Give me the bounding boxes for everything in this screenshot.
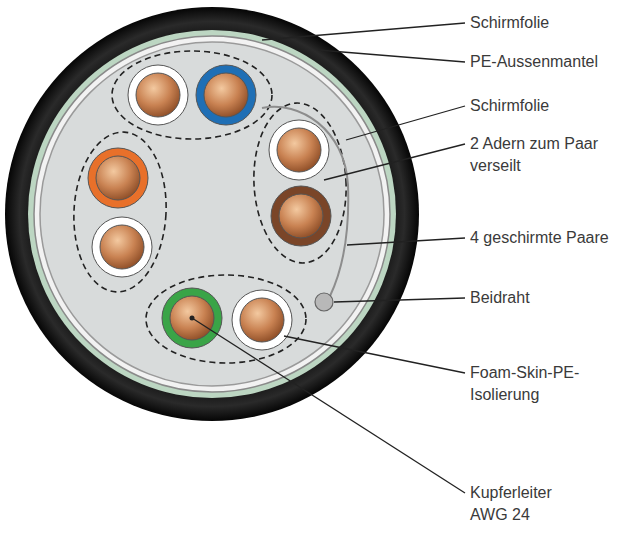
inner-foil bbox=[262, 107, 348, 296]
leader-lines bbox=[192, 23, 465, 493]
drain-wire bbox=[315, 293, 333, 311]
callout-label: Schirmfolie bbox=[470, 12, 549, 34]
callout-label: Kupferleiter AWG 24 bbox=[470, 482, 580, 526]
pair-foils bbox=[70, 51, 350, 363]
core-fill bbox=[40, 42, 384, 386]
conductors bbox=[88, 65, 331, 350]
callout-label: Beidraht bbox=[470, 287, 530, 309]
shield-foil bbox=[28, 30, 396, 398]
foil-layer bbox=[34, 36, 390, 392]
callout-label: Schirmfolie bbox=[470, 95, 549, 117]
outer-jacket bbox=[5, 7, 419, 421]
callout-label: PE-Aussenmantel bbox=[470, 51, 598, 73]
callout-label: Foam-Skin-PE-Isolierung bbox=[470, 362, 588, 406]
callout-label: 2 Adern zum Paar verseilt bbox=[470, 133, 610, 177]
leader-dot bbox=[190, 316, 195, 321]
callout-label: 4 geschirmte Paare bbox=[470, 227, 609, 249]
